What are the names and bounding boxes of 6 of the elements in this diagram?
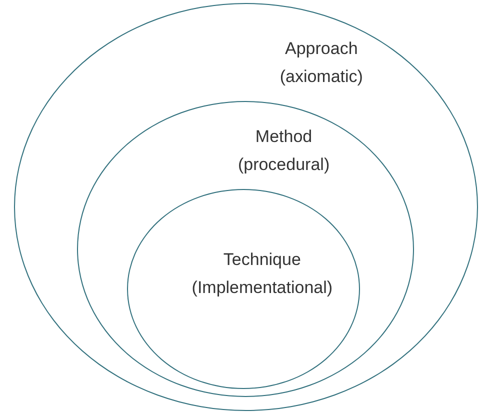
region-label: Method (procedural) [236,126,331,176]
ellipse-region [77,101,414,398]
ellipse-region [14,3,478,411]
region-label: Approach (axiomatic) [278,38,364,88]
ellipse-region [126,188,360,389]
region-label: Technique (Implementational) [190,249,334,300]
